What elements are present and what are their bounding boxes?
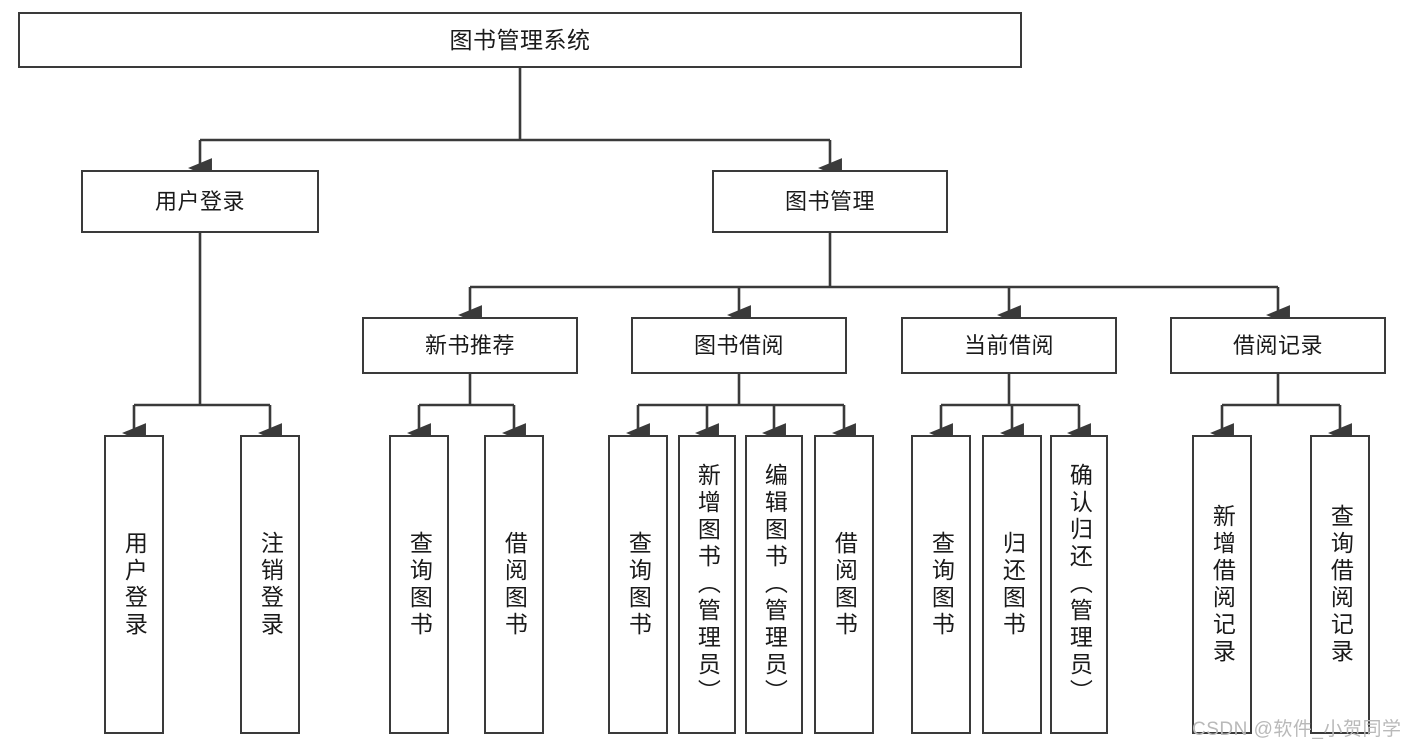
node-label: 借阅图书 [501, 530, 528, 639]
node-label: 图书管理 [784, 188, 875, 214]
node-label: 新书推荐 [424, 332, 515, 358]
node-label: 借阅图书 [831, 530, 858, 639]
node-leaf-qry-record[interactable]: 查询借阅记录 [1310, 435, 1370, 734]
node-label: 用户登录 [121, 530, 148, 639]
node-label: 归还图书 [999, 530, 1026, 639]
node-label: 用户登录 [154, 188, 245, 214]
node-leaf-return[interactable]: 归还图书 [982, 435, 1042, 734]
node-label: 注销登录 [257, 530, 284, 639]
node-leaf-query-3[interactable]: 查询图书 [911, 435, 971, 734]
node-label: 查询图书 [928, 530, 955, 639]
node-new-book-rec[interactable]: 新书推荐 [362, 317, 578, 374]
node-label: 查询图书 [406, 530, 433, 639]
node-leaf-logout[interactable]: 注销登录 [240, 435, 300, 734]
node-leaf-query-1[interactable]: 查询图书 [389, 435, 449, 734]
node-label: 图书管理系统 [449, 26, 591, 53]
node-label: 当前借阅 [963, 332, 1054, 358]
node-leaf-query-2[interactable]: 查询图书 [608, 435, 668, 734]
node-book-manage[interactable]: 图书管理 [712, 170, 948, 233]
node-leaf-edit-book[interactable]: 编辑图书（管理员） [745, 435, 803, 734]
node-leaf-add-book[interactable]: 新增图书（管理员） [678, 435, 736, 734]
node-leaf-confirm[interactable]: 确认归还（管理员） [1050, 435, 1108, 734]
node-leaf-user-login[interactable]: 用户登录 [104, 435, 164, 734]
node-label: 新增借阅记录 [1209, 503, 1236, 666]
node-label: 借阅记录 [1232, 332, 1323, 358]
node-leaf-add-record[interactable]: 新增借阅记录 [1192, 435, 1252, 734]
node-borrow-record[interactable]: 借阅记录 [1170, 317, 1386, 374]
node-leaf-borrow-1[interactable]: 借阅图书 [484, 435, 544, 734]
node-label: 查询图书 [625, 530, 652, 639]
node-book-borrow[interactable]: 图书借阅 [631, 317, 847, 374]
node-leaf-borrow-2[interactable]: 借阅图书 [814, 435, 874, 734]
node-root[interactable]: 图书管理系统 [18, 12, 1022, 68]
node-label: 确认归还（管理员） [1066, 463, 1093, 706]
node-user-login[interactable]: 用户登录 [81, 170, 319, 233]
node-current-borrow[interactable]: 当前借阅 [901, 317, 1117, 374]
node-label: 编辑图书（管理员） [761, 463, 788, 706]
node-label: 查询借阅记录 [1327, 503, 1354, 666]
node-label: 图书借阅 [693, 332, 784, 358]
node-label: 新增图书（管理员） [694, 463, 721, 706]
